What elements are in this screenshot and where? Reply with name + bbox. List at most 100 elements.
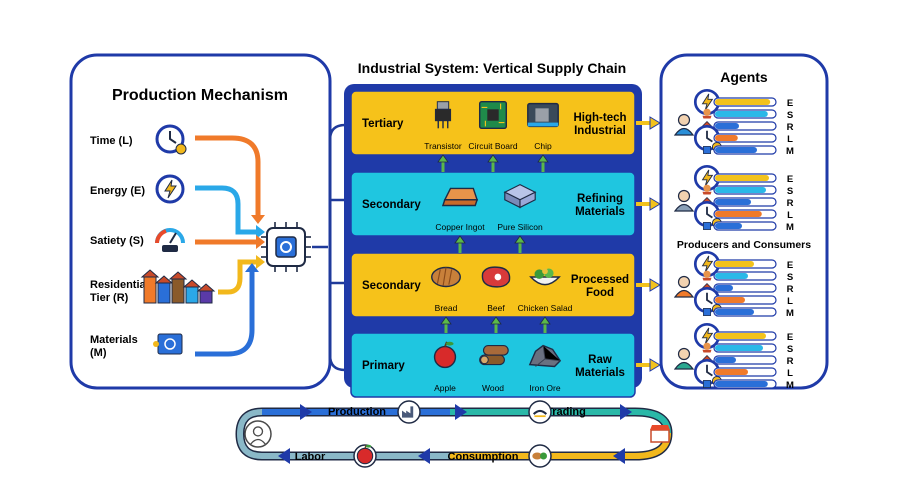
stat-bar-fill xyxy=(715,111,768,117)
cycle-arrow-head xyxy=(278,448,290,464)
agent-avatar-icon xyxy=(673,275,695,298)
input-arrow xyxy=(195,185,256,235)
stat-bar-fill xyxy=(715,175,769,181)
stat-bar-fill xyxy=(715,199,751,205)
item-label: Apple xyxy=(434,383,456,393)
food-icon xyxy=(702,108,712,119)
stat-label: L xyxy=(787,134,793,145)
cycle-track-outline xyxy=(235,407,673,461)
tier-category-label: Food xyxy=(586,287,614,299)
stat-label: M xyxy=(786,380,794,391)
food-icon xyxy=(702,270,712,281)
agent-avatar-icon xyxy=(673,189,695,212)
arrow-head xyxy=(649,358,661,372)
stat-label: E xyxy=(787,260,793,271)
agent-avatar-icon xyxy=(673,347,695,370)
box-icon xyxy=(703,380,711,388)
stat-label: R xyxy=(787,356,794,367)
handshake-icon xyxy=(532,409,548,418)
copper-ingot-icon xyxy=(441,187,479,207)
stat-label: S xyxy=(787,186,793,197)
vertical-supply-chain-panel: Industrial System: Vertical Supply Chain… xyxy=(344,60,642,398)
tier-category-label: Raw xyxy=(588,354,612,366)
chip-icon xyxy=(527,102,559,128)
arrow-head xyxy=(256,225,265,239)
stat-label: L xyxy=(787,210,793,221)
agents-title: Agents xyxy=(720,69,768,85)
item-label: Circuit Board xyxy=(468,141,517,151)
input-arrow xyxy=(195,135,261,215)
tier-output-arrows xyxy=(636,116,661,372)
stat-bar-fill xyxy=(715,147,757,153)
stat-label: E xyxy=(787,174,793,185)
arrow-head xyxy=(649,197,661,211)
stat-label: R xyxy=(787,122,794,133)
item-label: Transistor xyxy=(424,141,462,151)
arrow-head xyxy=(514,235,526,244)
stat-label: M xyxy=(786,146,794,157)
input-label: (M) xyxy=(90,347,107,359)
arrow-head xyxy=(256,235,265,249)
production-mechanism-panel: Production Mechanism Time (L)Energy (E)S… xyxy=(69,53,332,390)
tier-name: Secondary xyxy=(362,199,421,211)
stat-bar-fill xyxy=(715,297,745,303)
tier-category-label: Materials xyxy=(575,367,625,379)
wood-icon xyxy=(479,345,509,366)
factory-icon xyxy=(402,406,414,418)
arrow-head xyxy=(537,154,549,163)
stat-label: S xyxy=(787,272,793,283)
food-icon xyxy=(702,184,712,195)
stat-bar-fill xyxy=(715,135,738,141)
cycle-arrow-head xyxy=(613,448,625,464)
stat-bar-fill xyxy=(715,357,736,363)
input-label: Energy (E) xyxy=(90,185,145,197)
item-label: Wood xyxy=(482,383,504,393)
blueprint-icon xyxy=(153,333,183,355)
cycle-arrow-head xyxy=(418,448,430,464)
tier-name: Secondary xyxy=(362,280,421,292)
arrow-head xyxy=(649,116,661,130)
agents-panel: Agents Producers and Consumers ESRLMESRL… xyxy=(659,53,829,391)
stat-label: S xyxy=(787,110,793,121)
stat-label: L xyxy=(787,368,793,379)
tier-category-label: High-tech xyxy=(573,112,626,124)
cycle-arrow-head xyxy=(620,404,632,420)
arrow-head xyxy=(437,154,449,163)
arrow-head xyxy=(245,263,259,272)
item-label: Copper Ingot xyxy=(435,222,485,232)
cycle-stage-label: Labor xyxy=(295,451,326,463)
tier-category-label: Refining xyxy=(577,193,623,205)
cycle-stage: Labor xyxy=(295,444,377,468)
stat-bar-fill xyxy=(715,261,754,267)
tier-category-label: Industrial xyxy=(574,125,626,137)
stat-label: E xyxy=(787,332,793,343)
arrow-head xyxy=(649,278,661,292)
tier-category-label: Materials xyxy=(575,206,625,218)
apple-icon xyxy=(356,444,374,465)
tier-name: Primary xyxy=(362,360,405,372)
supply-chain-title: Industrial System: Vertical Supply Chain xyxy=(358,60,626,76)
lightning-icon xyxy=(155,174,185,204)
arrow-head xyxy=(256,255,265,269)
input-label: Residential xyxy=(90,279,149,291)
agent-avatar-icon xyxy=(673,113,695,136)
item-label: Iron Ore xyxy=(529,383,560,393)
stat-bar-fill xyxy=(715,123,739,129)
cycle-stage-label: Consumption xyxy=(448,451,519,463)
cycle-arrow-head xyxy=(455,404,467,420)
stat-label: L xyxy=(787,296,793,307)
cycle-arrow-head xyxy=(300,404,312,420)
arrow-head xyxy=(490,316,502,325)
transistor-icon xyxy=(434,101,452,129)
production-mechanism-title: Production Mechanism xyxy=(112,87,288,104)
stat-label: R xyxy=(787,284,794,295)
stat-bar-fill xyxy=(715,223,742,229)
